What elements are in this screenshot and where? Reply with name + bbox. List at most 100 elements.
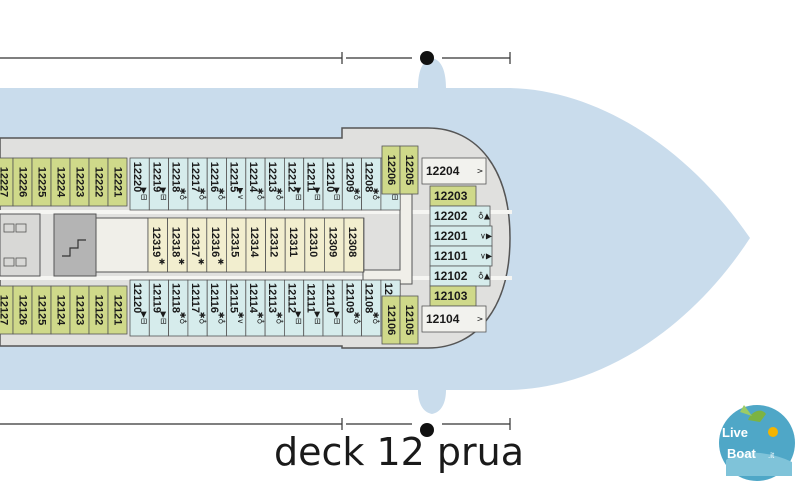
cabin-symbol: ▶⊟ <box>159 188 168 201</box>
bow-marker-top <box>420 51 434 65</box>
liveboat-logo: Live Boat .it <box>719 405 795 481</box>
cabin-number: 12223 <box>74 167 86 198</box>
cabin-symbol: ✱∨ <box>236 312 245 325</box>
cabin-number: 12112 <box>285 283 297 313</box>
cabin-symbol: ✱♁ <box>197 188 206 201</box>
cabin-number: 12227 <box>0 167 10 198</box>
cabin-number: 12315 <box>228 227 240 258</box>
cabin-symbol: ✱♁ <box>178 188 187 201</box>
cabin-symbol: ▶⊟ <box>159 312 168 325</box>
cabin-symbol: > <box>477 315 484 324</box>
dimension-lines <box>0 52 511 430</box>
cabin-symbol: ✱ <box>159 258 166 267</box>
suite-cabin <box>107 157 128 207</box>
cabin-number: 12117 <box>189 283 201 313</box>
cabin-symbol: ∨▶ <box>480 252 493 261</box>
cabin-number: 12102 <box>434 269 468 283</box>
cabin-number: 12115 <box>228 283 240 313</box>
cabin-number: 12217 <box>189 162 201 193</box>
cabin-symbol: ✱♁ <box>371 312 380 325</box>
cabin-number: 12316 <box>209 227 221 258</box>
cabin-number: 12221 <box>112 167 124 198</box>
bow-cabin <box>421 157 487 185</box>
cabin-number: 12127 <box>0 295 10 326</box>
suite-cabin <box>399 145 419 195</box>
cabin-number: 12220 <box>131 162 143 193</box>
cabin-number: 12218 <box>170 162 182 193</box>
deck-caption: deck 12 prua <box>274 430 524 474</box>
cabin-number: 12205 <box>403 155 415 186</box>
cabin-number: 12308 <box>346 227 358 258</box>
cabin-symbol: ✱♁ <box>178 312 187 325</box>
cabin-number: 12120 <box>131 283 143 314</box>
cabin-number: 12110 <box>324 283 336 313</box>
cabin-symbol: ▶⊟ <box>294 188 303 201</box>
suite-cabin <box>107 285 128 335</box>
cabin-symbol: ✱♁ <box>255 188 264 201</box>
cabin-symbol: ✱♁ <box>275 312 284 325</box>
cabin-number: 12210 <box>324 162 336 193</box>
cabin-symbol: ▶⊟ <box>140 188 149 201</box>
cabin-symbol: ✱♁ <box>352 188 361 201</box>
cabin-number: 12215 <box>228 162 240 193</box>
cabin-number: 12124 <box>55 295 67 326</box>
cabin-number: 12224 <box>55 167 67 198</box>
cabin-number: 12310 <box>307 227 319 258</box>
cabin-symbol: ✱♁ <box>217 188 226 201</box>
cabin-number: 12123 <box>74 295 86 326</box>
cabin-symbol: ♁▲ <box>478 272 491 281</box>
cabin-number: 12318 <box>170 227 182 258</box>
cabin-symbol: ▶⊟ <box>333 312 342 325</box>
cabin-symbol: ✱♁ <box>197 312 206 325</box>
cabin-number: 12211 <box>305 162 317 192</box>
cabin-symbol: ✱♁ <box>255 312 264 325</box>
cabin-number: 12226 <box>17 167 29 198</box>
cabin-number: 12101 <box>434 249 468 263</box>
cabin-number: 12214 <box>247 162 259 193</box>
cabin-number: 12311 <box>287 227 299 257</box>
cabin-symbol: ✱♁ <box>352 312 361 325</box>
cabin-symbol: > <box>477 167 484 176</box>
cabin-number: 12225 <box>36 167 48 198</box>
cabin-number: 12108 <box>363 283 375 314</box>
cabin-number: 12103 <box>434 289 468 303</box>
cabin-number: 12114 <box>247 283 259 314</box>
cabin-symbol: ✱ <box>217 258 224 267</box>
cabin-number: 12201 <box>434 229 468 243</box>
cabin-symbol: ▶⊟ <box>294 312 303 325</box>
cabin-number: 12122 <box>93 295 105 326</box>
cabin-symbol: ♁▲ <box>478 212 491 221</box>
cabin-symbol: ✱ <box>178 258 185 267</box>
cabin-symbol: ✱♁ <box>371 188 380 201</box>
cabin-number: 12105 <box>403 305 415 336</box>
bow-cabin <box>421 305 487 333</box>
cabin-symbol: ✱ <box>198 258 205 267</box>
cabin-number: 12111 <box>305 283 317 312</box>
logo-brand: Live <box>722 425 748 440</box>
cabin-number: 12106 <box>385 305 397 336</box>
cabin-number: 12104 <box>426 312 460 326</box>
cabin-number: 12222 <box>93 167 105 198</box>
cabin-symbol: ▶⊟ <box>333 188 342 201</box>
cabin-symbol: ▶⊟ <box>313 312 322 325</box>
cabin-symbol: ✱♁ <box>217 312 226 325</box>
cabin-number: 12119 <box>150 283 162 313</box>
cabin-number: 12213 <box>266 162 278 193</box>
cabin-number: 12309 <box>326 227 338 258</box>
cabin-number: 12219 <box>150 162 162 193</box>
bow-marker-bottom <box>420 423 434 437</box>
cabin-number: 12121 <box>112 295 124 326</box>
cabin-number: 12204 <box>426 164 460 178</box>
cabin-symbol: ∨▶ <box>480 232 493 241</box>
cabin-number: 12126 <box>17 295 29 326</box>
cabin-number: 12206 <box>385 155 397 186</box>
cabin-number: 12125 <box>36 295 48 326</box>
cabin-symbol: ▶∨ <box>236 188 245 200</box>
cabin-number: 12216 <box>208 162 220 193</box>
cabin-number: 12203 <box>434 189 468 203</box>
cabin-symbol: ▶⊟ <box>140 312 149 325</box>
cabin-number: 12116 <box>208 283 220 313</box>
logo-brand-boat: Boat <box>727 446 757 461</box>
